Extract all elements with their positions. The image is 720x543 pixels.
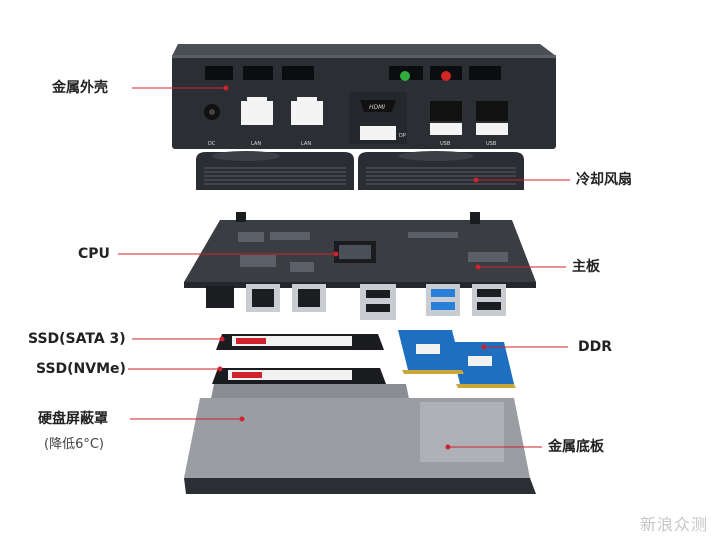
port-label-usb-2: USB [486,141,497,147]
ddr-memory [398,330,516,388]
metal-shell: DC LAN LAN HDMI DP USB USB [172,44,556,149]
watermark: 新浪众测 [639,515,708,534]
label-metal-shell: 金属外壳 [52,80,108,96]
label-ssd-sata: SSD(SATA 3) [28,331,126,347]
label-motherboard: 主板 [572,259,600,275]
port-label-lan-2: LAN [301,141,311,147]
leader-lines [118,85,570,450]
port-label-dc: DC [208,141,216,147]
label-ddr: DDR [578,339,613,355]
port-label-lan-1: LAN [251,141,261,147]
ssd-nvme [212,368,386,384]
port-label-usb-1: USB [440,141,451,147]
label-cooling-fan: 冷却风扇 [576,172,632,188]
label-ssd-nvme: SSD(NVMe) [36,361,126,377]
label-hdd-shield-note: (降低6°C) [44,437,104,452]
metal-base [184,398,536,494]
port-label-dp: DP [399,133,406,139]
ssd-sata [216,334,384,350]
cooling-fan [196,151,524,190]
label-cpu: CPU [78,246,110,262]
port-label-hdmi: HDMI [369,104,385,111]
motherboard [184,212,536,320]
label-hdd-shield: 硬盘屏蔽罩 [38,411,108,427]
label-metal-base: 金属底板 [548,439,604,455]
